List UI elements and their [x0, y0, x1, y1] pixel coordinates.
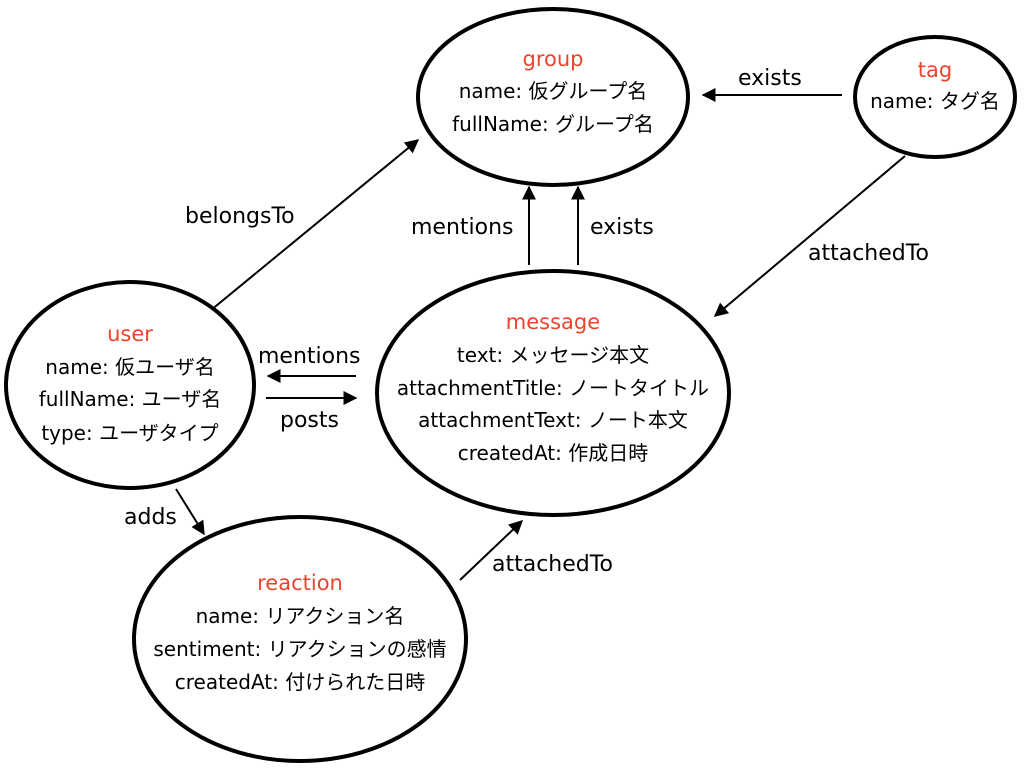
node-prop: name: リアクション名 — [196, 604, 405, 628]
node-title-message: message — [506, 310, 600, 334]
node-prop: createdAt: 付けられた日時 — [175, 670, 425, 694]
edge-label-attachedto-message: attachedTo — [808, 241, 929, 266]
node-reaction: reaction name: リアクション名 sentiment: リアクション… — [132, 515, 468, 763]
edge-label-belongsto: belongsTo — [185, 204, 295, 229]
edge-label-attachedto-reaction: attachedTo — [492, 552, 613, 577]
node-prop: attachmentTitle: ノートタイトル — [397, 376, 709, 400]
edge-reaction-attachedto-message: attachedTo — [459, 520, 613, 581]
edge-message-exists-group: exists — [571, 185, 654, 265]
edge-user-adds-reaction: adds — [124, 488, 205, 536]
edge-message-mentions-user: mentions — [258, 344, 361, 383]
node-prop: name: タグ名 — [870, 89, 1000, 113]
node-group: group name: 仮グループ名 fullName: グループ名 — [416, 7, 690, 187]
node-prop: fullName: ユーザ名 — [39, 387, 222, 411]
edge-label-exists: exists — [738, 66, 802, 91]
node-prop: attachmentText: ノート本文 — [418, 408, 688, 432]
node-tag: tag name: タグ名 — [853, 35, 1017, 159]
edge-tag-attachedto-message: attachedTo — [713, 155, 929, 317]
node-user: user name: 仮ユーザ名 fullName: ユーザ名 type: ユー… — [4, 280, 256, 490]
edge-label-adds: adds — [124, 505, 177, 530]
node-title-user: user — [107, 322, 153, 346]
edge-label-posts: posts — [280, 408, 339, 433]
node-prop: text: メッセージ本文 — [457, 343, 649, 367]
edge-user-posts-message: posts — [266, 391, 358, 433]
node-prop: type: ユーザタイプ — [41, 421, 218, 445]
node-title-reaction: reaction — [257, 571, 343, 595]
edge-user-belongsto-group: belongsTo — [185, 139, 420, 316]
edge-message-mentions-group: mentions — [411, 185, 536, 265]
node-prop: createdAt: 作成日時 — [458, 441, 648, 465]
node-prop: name: 仮グループ名 — [459, 79, 648, 103]
node-prop: name: 仮ユーザ名 — [45, 355, 214, 379]
edge-label-mentions-user: mentions — [258, 344, 361, 369]
edge-tag-exists-group: exists — [701, 66, 842, 102]
node-prop: sentiment: リアクションの感情 — [153, 637, 446, 661]
node-title-group: group — [523, 47, 584, 71]
node-title-tag: tag — [918, 58, 952, 82]
node-message: message text: メッセージ本文 attachmentTitle: ノ… — [375, 269, 731, 517]
edge-label-mentions-group: mentions — [411, 215, 514, 240]
node-prop: fullName: グループ名 — [452, 112, 654, 136]
edge-label-exists-group: exists — [590, 215, 654, 240]
